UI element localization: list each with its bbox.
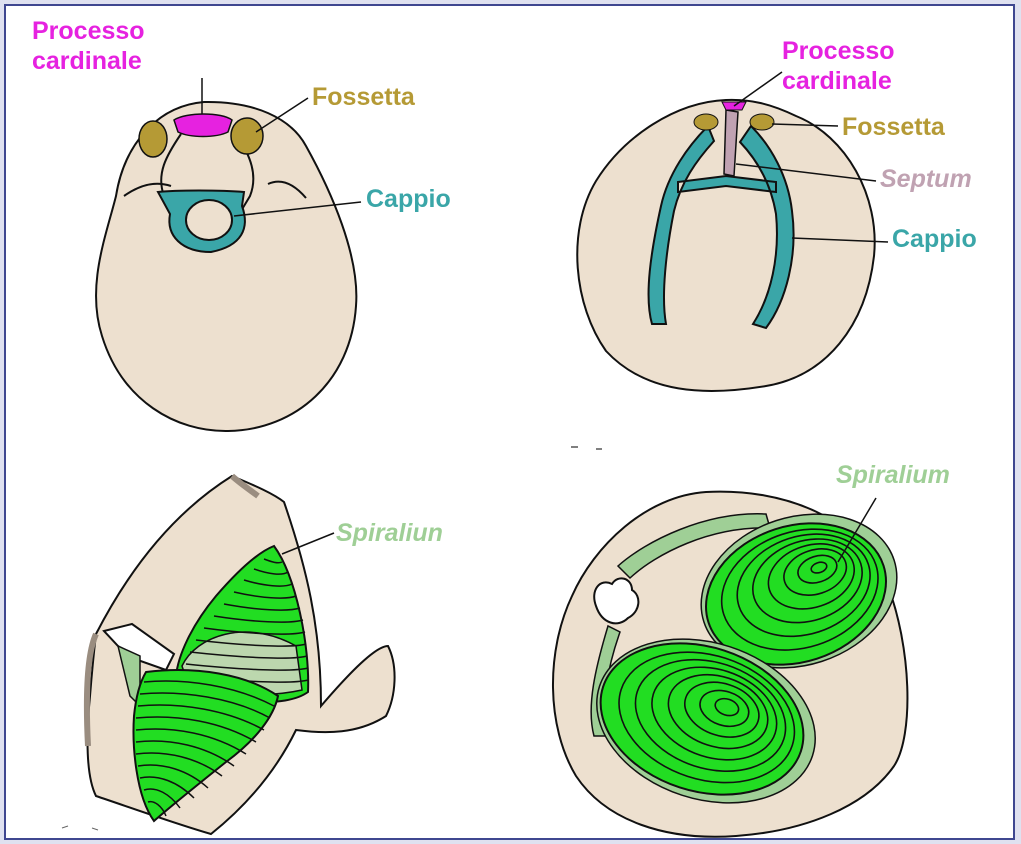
tr-leader-processo bbox=[734, 72, 782, 106]
br-crura bbox=[594, 578, 638, 623]
label-processo-cardinale-tl: Processo cardinale bbox=[32, 16, 145, 76]
label-processo-cardinale-tr: Processo cardinale bbox=[782, 36, 895, 96]
label-septum-tr: Septum bbox=[880, 164, 972, 194]
stray-mark bbox=[62, 826, 68, 828]
stray-mark bbox=[92, 828, 98, 830]
tr-fossetta-right bbox=[750, 114, 774, 130]
label-fossetta-tr: Fossetta bbox=[842, 112, 945, 142]
label-spiralium-br: Spiralium bbox=[836, 460, 950, 490]
figure-frame: Processo cardinale Fossetta Cappio Proce… bbox=[4, 4, 1015, 840]
tl-fossetta-right bbox=[231, 118, 263, 154]
br-shell-view bbox=[553, 490, 917, 837]
tl-shell-view bbox=[96, 78, 361, 431]
label-fossetta-tl: Fossetta bbox=[312, 82, 415, 112]
tl-fossetta-left bbox=[139, 121, 167, 157]
label-cappio-tr: Cappio bbox=[892, 224, 977, 254]
label-spiralium-bl: Spiraliun bbox=[336, 518, 443, 548]
tl-shell-outline bbox=[96, 102, 356, 431]
tl-processo-cardinale bbox=[174, 114, 232, 137]
label-cappio-tl: Cappio bbox=[366, 184, 451, 214]
tl-cappio-hole bbox=[186, 200, 232, 240]
tr-fossetta-left bbox=[694, 114, 718, 130]
